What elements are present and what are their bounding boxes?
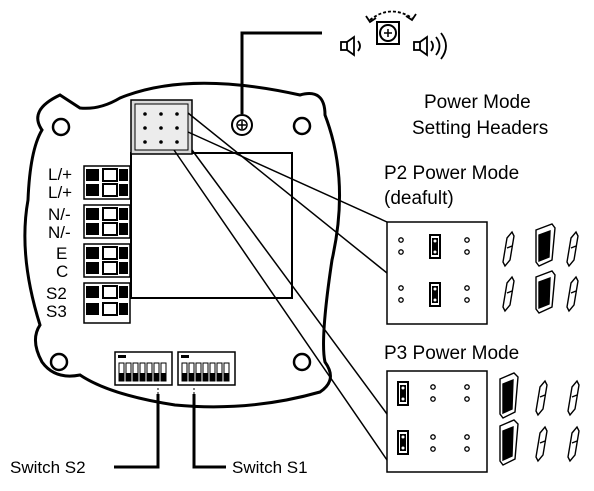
mounting-hole-right-top [292, 116, 312, 136]
mounting-hole-left-bottom [49, 352, 69, 372]
jumper-icon [535, 223, 556, 267]
header-pin-icon [502, 275, 515, 313]
switch-callouts [114, 388, 226, 469]
header-pin-icon [502, 230, 515, 268]
terminal-block [83, 165, 131, 324]
header-pin-icon [566, 230, 579, 268]
header-block [130, 99, 193, 155]
p3-pins-3d [499, 372, 580, 466]
potentiometer-icon [231, 114, 253, 136]
mounting-hole-right-bottom [292, 352, 312, 372]
terminal-labels: L/+ L/+ N/- N/- E C S2 S3 [46, 165, 72, 321]
zoom-lines [173, 112, 388, 461]
terminal-label: N/- [48, 205, 71, 224]
terminal-pair-3 [83, 243, 131, 278]
mounting-hole-left-top [51, 117, 71, 137]
p2-title: P2 Power Mode [384, 163, 519, 184]
main-board [130, 152, 293, 299]
switch-s2-label: Switch S2 [10, 458, 86, 477]
jumper-icon [429, 234, 441, 259]
p2-pins-3d [502, 223, 579, 314]
p2-header-panel [386, 221, 488, 325]
header-pin-icon [567, 425, 580, 463]
jumper-icon [535, 270, 556, 314]
jumper-icon [499, 419, 519, 466]
jumper-icon [397, 430, 409, 455]
p3-header-panel [386, 370, 488, 473]
speaker-loud-icon [413, 32, 447, 60]
headers-title-line2: Setting Headers [412, 118, 548, 139]
speaker-quiet-icon [340, 35, 361, 57]
terminal-label: L/+ [48, 165, 72, 184]
pot-callout-line [240, 31, 322, 114]
p3-title: P3 Power Mode [384, 343, 519, 364]
terminal-label: L/+ [48, 183, 72, 202]
terminal-label: C [56, 262, 68, 281]
terminal-pair-2 [83, 204, 131, 239]
pot-adjust-icon [376, 21, 400, 45]
terminal-pair-1 [83, 165, 131, 200]
dip-switch-s2 [114, 351, 173, 386]
header-pin-icon [535, 425, 548, 463]
terminal-label: S2 [46, 284, 67, 303]
rotate-arrows-icon [365, 10, 417, 24]
jumper-icon [429, 282, 441, 307]
enclosure [23, 81, 341, 409]
jumper-icon [499, 372, 519, 419]
dip-switch-s1 [177, 351, 236, 386]
switch-s1-label: Switch S1 [232, 458, 308, 477]
terminal-label: S3 [46, 302, 67, 321]
terminal-label: E [56, 244, 67, 263]
jumper-icon [397, 381, 409, 406]
headers-title-line1: Power Mode [424, 92, 531, 113]
header-pin-icon [535, 379, 548, 417]
header-pin-icon [567, 379, 580, 417]
terminal-pair-4 [83, 282, 131, 324]
header-pin-icon [566, 275, 579, 313]
p2-subtitle: (deafult) [384, 188, 454, 209]
terminal-label: N/- [48, 223, 71, 242]
